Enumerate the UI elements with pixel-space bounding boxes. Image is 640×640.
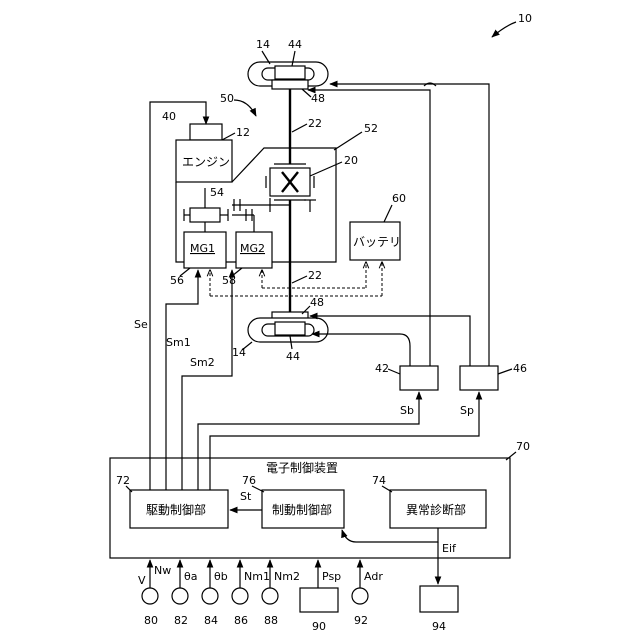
sig-psp: Psp bbox=[322, 570, 341, 583]
mg2-label: MG2 bbox=[240, 242, 265, 255]
ref-wheel-top: 14 bbox=[256, 38, 270, 51]
sig-sp: Sp bbox=[460, 404, 474, 417]
ref-wheel-speed-sensor-bottom: 44 bbox=[286, 350, 300, 363]
ref-sensor-82: 82 bbox=[174, 614, 188, 627]
sig-st: St bbox=[240, 490, 252, 503]
ref-vehicle-arrow bbox=[492, 22, 516, 37]
ref-axle-bottom: 22 bbox=[308, 269, 322, 282]
diag-label: 異常診断部 bbox=[406, 502, 466, 517]
ref-sensor-80: 80 bbox=[144, 614, 158, 627]
ref-transaxle: 52 bbox=[364, 122, 378, 135]
top-brake bbox=[272, 80, 308, 89]
sig-eif: Eif bbox=[442, 542, 457, 555]
ref-wheel-speed-sensor-top: 44 bbox=[288, 38, 302, 51]
sig-sm1: Sm1 bbox=[166, 336, 191, 349]
ref-engine: 12 bbox=[236, 126, 250, 139]
ref-brake-ctrl: 76 bbox=[242, 474, 256, 487]
output-94: 94 bbox=[420, 586, 458, 633]
sig-nm1: Nm1 bbox=[244, 570, 270, 583]
top-wheel-assembly: 14 44 48 bbox=[248, 38, 328, 105]
ref-output-94: 94 bbox=[432, 620, 446, 633]
sig-nw: Nw bbox=[154, 564, 171, 577]
ref-powertrain-arrow bbox=[234, 100, 256, 116]
ecu-label: 電子制御装置 bbox=[266, 460, 338, 475]
ref-brake-top: 48 bbox=[311, 92, 325, 105]
ref-engine-sensor: 40 bbox=[162, 110, 176, 123]
parking-actuator bbox=[460, 366, 498, 390]
ref-powertrain: 50 bbox=[220, 92, 234, 105]
ref-sensor-86: 86 bbox=[234, 614, 248, 627]
ref-brake-actuator: 42 bbox=[375, 362, 389, 375]
sig-se: Se bbox=[134, 318, 148, 331]
sig-nm2: Nm2 bbox=[274, 570, 300, 583]
top-wheel-speed-sensor bbox=[275, 66, 305, 79]
ref-battery: 60 bbox=[392, 192, 406, 205]
ref-sensor-84: 84 bbox=[204, 614, 218, 627]
ref-gear: 54 bbox=[210, 186, 224, 199]
ref-brake-bottom: 48 bbox=[310, 296, 324, 309]
ref-diag: 74 bbox=[372, 474, 386, 487]
engine-label: エンジン bbox=[182, 155, 230, 169]
brake-ctrl-label: 制動制御部 bbox=[272, 502, 332, 517]
battery-label: バッテリ bbox=[353, 235, 401, 249]
ref-ecu: 70 bbox=[516, 440, 530, 453]
sig-theta-a: θa bbox=[184, 570, 197, 583]
ref-mg1-inverter: 56 bbox=[170, 274, 184, 287]
bottom-wheel-assembly: 48 14 44 bbox=[232, 296, 328, 363]
sig-sm2: Sm2 bbox=[190, 356, 215, 369]
ref-sensor-92: 92 bbox=[354, 614, 368, 627]
sig-adr: Adr bbox=[364, 570, 383, 583]
ref-vehicle: 10 bbox=[518, 12, 532, 25]
engine-sensor bbox=[190, 124, 222, 140]
ref-drive-ctrl: 72 bbox=[116, 474, 130, 487]
sig-sb: Sb bbox=[400, 404, 414, 417]
ref-parking-actuator: 46 bbox=[513, 362, 527, 375]
sig-theta-b: θb bbox=[214, 570, 228, 583]
differential-gear bbox=[266, 164, 314, 200]
bottom-wheel-speed-sensor bbox=[275, 322, 305, 335]
ref-sensor-90: 90 bbox=[312, 620, 326, 633]
mg1-label: MG1 bbox=[190, 242, 215, 255]
ref-mg2-inverter: 58 bbox=[222, 274, 236, 287]
ref-axle-top: 22 bbox=[308, 117, 322, 130]
sig-v: V bbox=[138, 574, 146, 587]
ref-differential: 20 bbox=[344, 154, 358, 167]
ref-sensor-88: 88 bbox=[264, 614, 278, 627]
brake-actuator bbox=[400, 366, 438, 390]
drive-ctrl-label: 駆動制御部 bbox=[146, 502, 206, 517]
